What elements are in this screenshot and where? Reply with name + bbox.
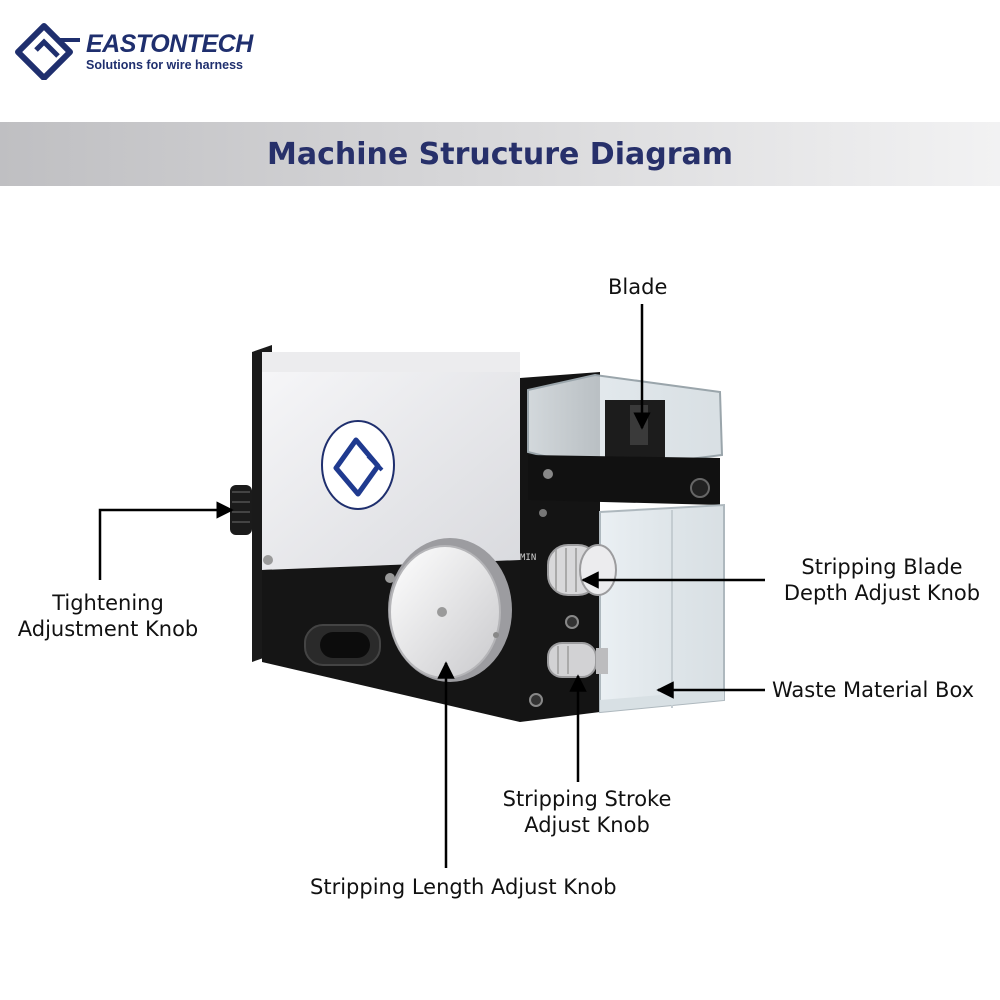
- label-tightening-line1: Tightening: [52, 591, 164, 615]
- brand-tagline: Solutions for wire harness: [86, 58, 243, 72]
- label-depth-line2: Depth Adjust Knob: [783, 581, 981, 605]
- label-depth-line1: Stripping Blade: [801, 555, 963, 579]
- page-title: Machine Structure Diagram: [266, 137, 734, 172]
- label-tightening-line2: Adjustment Knob: [17, 617, 199, 641]
- label-waste: Waste Material Box: [772, 678, 975, 702]
- title-banner: Machine Structure Diagram: [0, 122, 1000, 186]
- label-blade: Blade: [608, 275, 668, 299]
- label-depth: Stripping Blade Depth Adjust Knob: [772, 554, 992, 606]
- label-tightening: Tightening Adjustment Knob: [8, 590, 208, 642]
- min-marking: MIN: [520, 553, 536, 563]
- body-logo-badge: [321, 420, 395, 510]
- blade-housing: [527, 373, 724, 505]
- tightening-arrow: [98, 501, 234, 580]
- label-stroke: Stripping Stroke Adjust Knob: [482, 786, 692, 838]
- brand-logo: EASTONTECH Solutions for wire harness: [14, 20, 284, 81]
- tightening-knob: [230, 485, 252, 535]
- label-length: Stripping Length Adjust Knob: [310, 875, 617, 899]
- brand-name: EASTONTECH: [86, 30, 253, 58]
- stroke-adjust-knob: [547, 642, 608, 678]
- stripping-length-dial: [388, 538, 512, 682]
- label-stroke-line2: Adjust Knob: [524, 813, 650, 837]
- brand-logo-mark: [15, 23, 80, 81]
- label-stroke-line1: Stripping Stroke: [502, 787, 672, 811]
- waste-box: [599, 503, 725, 714]
